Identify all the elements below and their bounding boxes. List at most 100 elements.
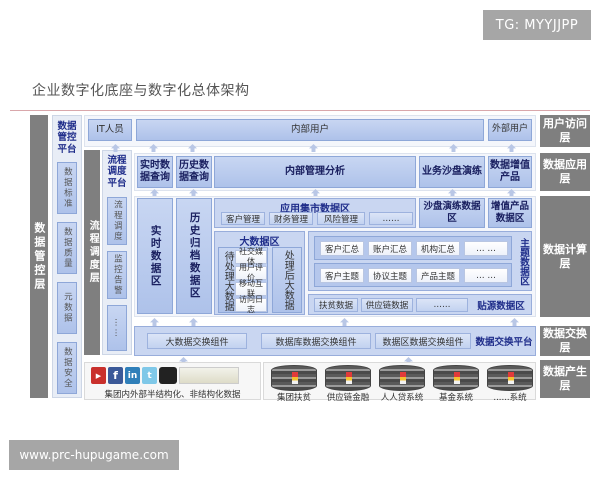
arrow-up-icon	[189, 318, 198, 326]
database-icon	[379, 365, 425, 391]
arrow-up-icon	[311, 189, 320, 197]
system-name: 基金系统	[438, 393, 473, 403]
process-platform-panel: 流程调度平台 流程调度 监控告警 ……	[102, 150, 132, 355]
arrow-up-icon	[179, 357, 188, 365]
internal-analysis-box[interactable]: 内部管理分析	[214, 156, 416, 188]
arrow-up-icon	[150, 189, 159, 197]
linkedin-icon: in	[125, 367, 140, 384]
processed-bigdata-box[interactable]: 处理后大数据	[272, 247, 302, 313]
watermark-bottom: www.prc-hupugame.com	[9, 440, 179, 470]
value-added-data-zone[interactable]: 增值产品数据区	[488, 198, 532, 228]
source-item[interactable]: 扶贫数据	[314, 298, 358, 312]
system-source[interactable]: 集团扶贫	[267, 365, 321, 403]
process-item[interactable]: 监控告警	[107, 251, 127, 299]
pending-bigdata-label: 待处理大数据	[222, 251, 234, 311]
pending-item[interactable]: 移动互联	[235, 279, 267, 298]
subject-item[interactable]: 客户汇总	[320, 241, 364, 256]
governance-item[interactable]: 数据质量	[57, 222, 77, 274]
database-icon	[271, 365, 317, 391]
arrow-up-icon	[111, 144, 120, 152]
unstructured-sources-panel: ▶ f in t 集团内外部半结构化、非结构化数据	[84, 362, 261, 400]
exchange-component[interactable]: 数据区数据交换组件	[375, 333, 471, 349]
pending-item[interactable]: 访问日志	[235, 295, 267, 314]
source-item[interactable]: ……	[416, 298, 468, 312]
app-mart-title: 应用集市数据区	[280, 204, 350, 215]
mart-item[interactable]: 客户管理	[221, 212, 265, 225]
process-item[interactable]: 流程调度	[107, 197, 127, 245]
governance-platform-panel: 数据管控平台 数据标准 数据质量 元数据 数据安全	[52, 115, 82, 398]
governance-platform-title: 数据管控平台	[57, 121, 77, 155]
system-source[interactable]: ......系统	[483, 365, 537, 403]
youtube-icon: ▶	[91, 367, 106, 384]
subject-row-topics: 客户主题 协议主题 产品主题 … …	[314, 263, 512, 287]
subject-item[interactable]: 协议主题	[368, 268, 412, 283]
sandbox-box[interactable]: 业务沙盘演练	[419, 156, 485, 188]
database-icon	[433, 365, 479, 391]
system-sources-panel: 集团扶贫 供应链金融 人人贷系统 基金系统 ......系统	[263, 362, 537, 403]
social-icons: ▶ f in t	[91, 367, 239, 384]
system-source[interactable]: 供应链金融	[321, 365, 375, 403]
arrow-up-icon	[188, 144, 197, 152]
layer-data-governance: 数据管控层	[30, 115, 48, 398]
title-divider	[10, 110, 590, 111]
subject-item[interactable]: 客户主题	[320, 268, 364, 283]
layer-user-access: 用户访问层	[540, 115, 590, 147]
system-source[interactable]: 人人贷系统	[375, 365, 429, 403]
external-users-box[interactable]: 外部用户	[488, 119, 532, 141]
arrow-up-icon	[507, 189, 516, 197]
governance-item[interactable]: 元数据	[57, 282, 77, 334]
system-name: 集团扶贫	[276, 393, 311, 403]
layer-process-dispatch: 流程调度层	[84, 150, 100, 355]
arrow-up-icon	[340, 318, 349, 326]
it-staff-box[interactable]: IT人员	[88, 119, 132, 141]
watermark-top: TG: MYYJJPP	[483, 10, 591, 40]
process-item[interactable]: ……	[107, 305, 127, 351]
pending-item[interactable]: 社交媒体	[235, 247, 267, 266]
history-archive-zone[interactable]: 历史归档数据区	[176, 198, 212, 314]
history-query-box[interactable]: 历史数据查询	[176, 156, 212, 188]
layer-data-application: 数据应用层	[540, 153, 590, 191]
realtime-query-box[interactable]: 实时数据查询	[137, 156, 173, 188]
governance-item[interactable]: 数据安全	[57, 342, 77, 394]
facebook-icon: f	[108, 367, 123, 384]
device-icon	[159, 367, 177, 384]
unstructured-caption: 集团内外部半结构化、非结构化数据	[104, 390, 241, 400]
mart-item[interactable]: ……	[369, 212, 413, 225]
bigdata-zone: 大数据区 待处理大数据 社交媒体 用户评价 移动互联 访问日志 处理后大数据	[214, 231, 305, 315]
arrow-up-icon	[507, 144, 516, 152]
system-name: 供应链金融	[326, 393, 370, 403]
process-platform-title: 流程调度平台	[107, 155, 127, 189]
realtime-data-zone[interactable]: 实时数据区	[137, 198, 173, 314]
subject-row-summary: 客户汇总 账户汇总 机构汇总 … …	[314, 236, 512, 260]
source-data-zone: 扶贫数据 供应链数据 …… 贴源数据区	[308, 294, 532, 315]
internal-users-box[interactable]: 内部用户	[136, 119, 484, 141]
pending-item[interactable]: 用户评价	[235, 263, 267, 282]
source-zone-label: 贴源数据区	[477, 301, 525, 312]
subject-item[interactable]: … …	[464, 268, 508, 283]
arrow-up-icon	[150, 318, 159, 326]
subject-item[interactable]: 机构汇总	[416, 241, 460, 256]
value-added-product-box[interactable]: 数据增值产品	[488, 156, 532, 188]
arrow-up-icon	[149, 144, 158, 152]
arrow-up-icon	[449, 144, 458, 152]
mart-item[interactable]: 财务管理	[269, 212, 313, 225]
system-name: 人人贷系统	[380, 393, 424, 403]
exchange-component[interactable]: 数据库数据交换组件	[261, 333, 371, 349]
source-item[interactable]: 供应链数据	[361, 298, 413, 312]
chart-thumbnail-icon	[179, 367, 239, 384]
governance-item[interactable]: 数据标准	[57, 162, 77, 214]
subject-zone-label: 主题数据区	[518, 238, 529, 286]
arrow-up-icon	[309, 144, 318, 152]
sandbox-data-zone[interactable]: 沙盘演练数据区	[419, 198, 485, 228]
system-name: ......系统	[493, 393, 527, 403]
subject-item[interactable]: 产品主题	[416, 268, 460, 283]
subject-data-zone: 客户汇总 账户汇总 机构汇总 … … 客户主题 协议主题 产品主题 … … 主题…	[308, 231, 532, 291]
arrow-up-icon	[510, 318, 519, 326]
exchange-component[interactable]: 大数据交换组件	[147, 333, 247, 349]
subject-item[interactable]: 账户汇总	[368, 241, 412, 256]
pending-bigdata-group: 待处理大数据 社交媒体 用户评价 移动互联 访问日志	[218, 247, 268, 314]
layer-data-compute: 数据计算层	[540, 196, 590, 317]
subject-item[interactable]: … …	[464, 241, 508, 256]
system-source[interactable]: 基金系统	[429, 365, 483, 403]
mart-item[interactable]: 风险管理	[317, 212, 365, 225]
